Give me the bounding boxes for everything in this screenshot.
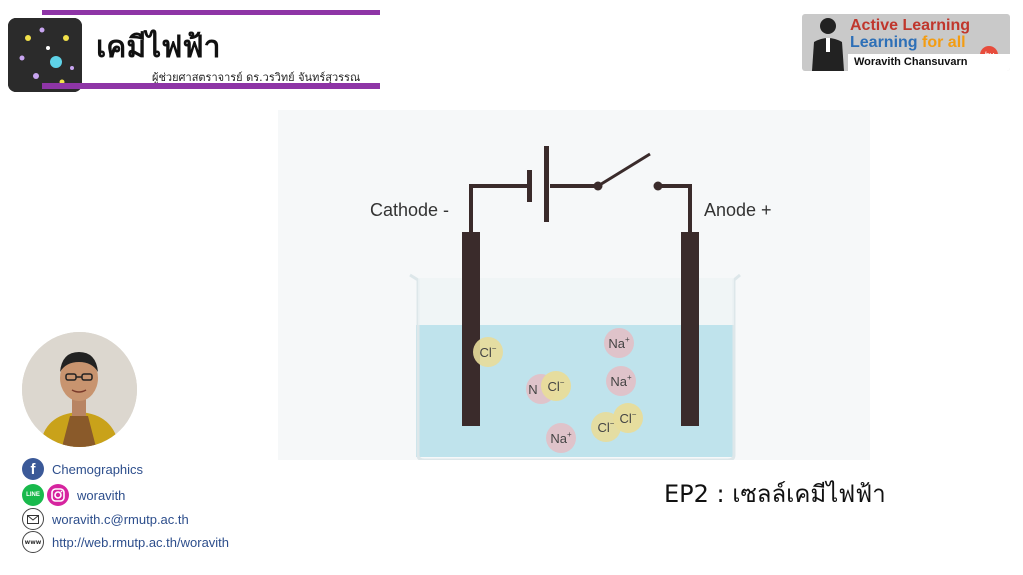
electrolysis-diagram: Cathode - Anode + Cl− Na+ Na+ N Cl− Na+	[278, 110, 870, 460]
ion-na-3: Na+	[546, 423, 576, 453]
facebook-name[interactable]: Chemographics	[52, 461, 144, 477]
ion-symbol: Na	[550, 431, 567, 446]
ion-charge: −	[492, 344, 497, 353]
line-icon: LINE	[22, 484, 44, 506]
svg-text:Na+: Na+	[550, 430, 572, 446]
instagram-icon	[47, 484, 69, 506]
website-url[interactable]: http://web.rmutp.ac.th/woravith	[52, 534, 230, 550]
badge-line-learning-for-all: Learning for all	[850, 34, 966, 52]
contact-line-instagram[interactable]: LINE woravith	[22, 484, 125, 506]
ion-cl-1: Cl−	[473, 337, 503, 367]
svg-text:Na+: Na+	[610, 373, 632, 389]
email-address[interactable]: woravith.c@rmutp.ac.th	[52, 511, 189, 527]
cathode-electrode	[462, 232, 480, 426]
anode-label: Anode +	[704, 200, 772, 220]
ion-charge: −	[560, 378, 565, 387]
circuit-wires	[469, 152, 692, 234]
author-subtitle: ผู้ช่วยศาสตราจารย์ ดร.วรวิทย์ จันทร์สุวร…	[152, 71, 361, 84]
ion-na-2: Na+	[606, 366, 636, 396]
contact-website[interactable]: www http://web.rmutp.ac.th/woravith	[22, 531, 229, 553]
ion-symbol: Na	[608, 336, 625, 351]
ion-charge: +	[627, 373, 632, 382]
switch-contact-left	[593, 181, 603, 191]
ion-na-1: Na+	[604, 328, 634, 358]
ion-charge: −	[610, 419, 615, 428]
facebook-icon: f	[22, 458, 44, 480]
contact-facebook[interactable]: f Chemographics	[22, 458, 143, 480]
cathode-label: Cathode -	[370, 200, 449, 220]
email-icon	[22, 508, 44, 530]
ion-symbol: Cl	[598, 420, 610, 435]
switch-contact-right	[653, 181, 663, 191]
contact-email[interactable]: woravith.c@rmutp.ac.th	[22, 508, 189, 530]
svg-text:Cl−: Cl−	[598, 419, 615, 435]
badge-line-active-learning: Active Learning	[850, 17, 971, 34]
ion-charge: +	[625, 335, 630, 344]
ion-cl-2: Cl−	[541, 371, 571, 401]
svg-text:Cl−: Cl−	[548, 378, 565, 394]
ion-charge: −	[632, 410, 637, 419]
web-icon: www	[22, 531, 44, 553]
anode-electrode	[681, 232, 699, 426]
badge-author-name: Woravith Chansuvarn	[848, 54, 1010, 71]
episode-title: EP2 : เซลล์เคมีไฟฟ้า	[664, 480, 886, 508]
banner-top-bar	[42, 10, 380, 15]
person-silhouette-icon	[812, 18, 844, 71]
active-learning-badge: Active Learning Learning for all by Wora…	[802, 14, 1010, 71]
header-banner: เคมีไฟฟ้า ผู้ช่วยศาสตราจารย์ ดร.วรวิทย์ …	[8, 10, 382, 92]
ion-symbol: Cl	[620, 411, 632, 426]
logo-icon	[8, 18, 82, 92]
line-instagram-handle[interactable]: woravith	[77, 487, 126, 503]
badge-learning-word: Learning	[850, 34, 918, 51]
banner-bottom-bar	[42, 83, 380, 89]
battery-icon	[527, 146, 549, 222]
svg-text:Na+: Na+	[608, 335, 630, 351]
avatar	[22, 332, 137, 447]
ion-symbol: Na	[610, 374, 627, 389]
ion-symbol: Cl	[548, 379, 560, 394]
ion-charge: +	[567, 430, 572, 439]
badge-for-all-word: for all	[922, 34, 966, 51]
ion-symbol: N	[528, 382, 537, 397]
page-title: เคมีไฟฟ้า	[96, 30, 221, 65]
svg-text:Cl−: Cl−	[620, 410, 637, 426]
ion-symbol: Cl	[480, 345, 492, 360]
svg-text:Cl−: Cl−	[480, 344, 497, 360]
ion-cl-4: Cl−	[613, 403, 643, 433]
